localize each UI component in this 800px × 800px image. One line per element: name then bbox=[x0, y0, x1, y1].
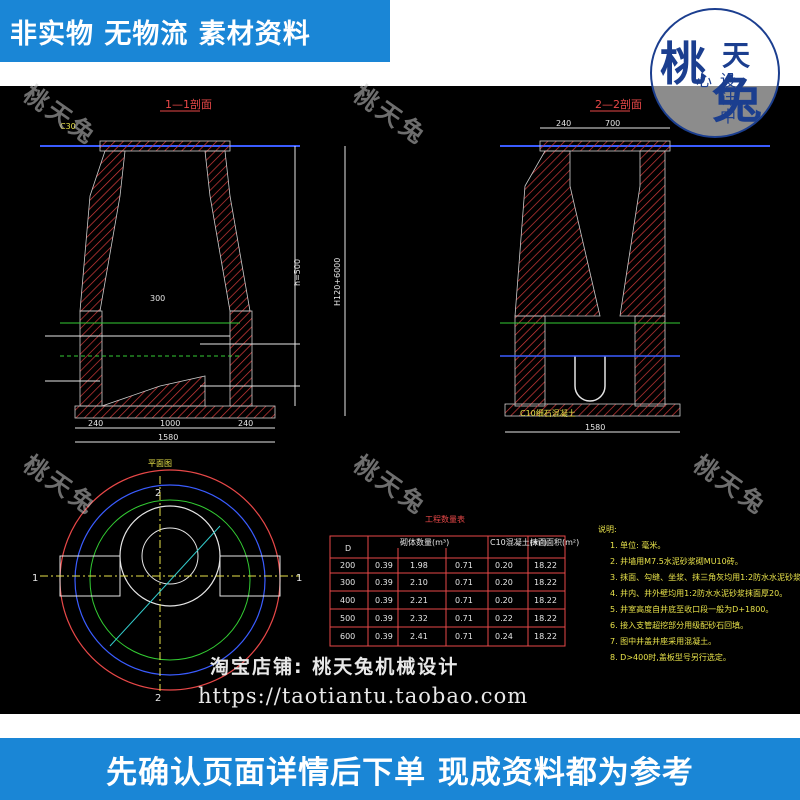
brand-logo: 桃 天 设计中心 兔 bbox=[650, 8, 780, 138]
table-cell: 18.22 bbox=[534, 578, 557, 587]
label-c30: C30 bbox=[60, 122, 76, 131]
note-4: 4. 井内、井外壁均用1:2防水水泥砂浆抹面厚20。 bbox=[610, 588, 787, 598]
note-1: 1. 单位: 毫米。 bbox=[610, 540, 665, 550]
table-header-area: 抹面面积(m²) bbox=[530, 537, 579, 547]
table-cell: 0.71 bbox=[455, 596, 473, 605]
note-3: 3. 抹面、勾缝、坐浆、抹三角灰均用1:2防水水泥砂浆。 bbox=[610, 572, 800, 582]
logo-char-tao: 桃 bbox=[660, 37, 706, 91]
table-cell: 18.22 bbox=[534, 632, 557, 641]
logo-char-tian: 天 bbox=[722, 39, 751, 72]
table-row-5: 600 0.39 2.41 0.71 0.24 18.22 bbox=[340, 632, 557, 641]
table-row-3: 400 0.39 2.21 0.71 0.20 18.22 bbox=[340, 596, 557, 605]
note-5: 5. 井室高度自井底至收口段一般为D+1800。 bbox=[610, 604, 773, 614]
table-row-1: 200 0.39 1.98 0.71 0.20 18.22 bbox=[340, 561, 557, 570]
notes: 说明: 1. 单位: 毫米。 2. 井墙用M7.5水泥砂浆砌MU10砖。 3. … bbox=[598, 524, 800, 662]
table-cell: 2.41 bbox=[410, 632, 428, 641]
table-cell: 0.39 bbox=[375, 614, 393, 623]
table-cell: 0.39 bbox=[375, 561, 393, 570]
dim-240-top: 240 bbox=[556, 119, 571, 128]
dim-h2: H120+6000 bbox=[333, 258, 342, 306]
section-1-title: 1—1剖面 bbox=[165, 97, 212, 111]
dim-h1: h=500 bbox=[293, 259, 302, 286]
dim-240-left: 240 bbox=[88, 419, 103, 428]
table-cell: 400 bbox=[340, 596, 355, 605]
table-cell: 200 bbox=[340, 561, 355, 570]
table-cell: 0.71 bbox=[455, 561, 473, 570]
table-cell: 18.22 bbox=[534, 596, 557, 605]
dim-300: 300 bbox=[150, 294, 165, 303]
note-2: 2. 井墙用M7.5水泥砂浆砌MU10砖。 bbox=[610, 556, 743, 566]
plan-mark-1-left: 1 bbox=[32, 573, 38, 584]
table-cell: 2.10 bbox=[410, 578, 428, 587]
plan-title: 平面图 bbox=[148, 459, 172, 468]
table-title: 工程数量表 bbox=[425, 514, 465, 524]
table-cell: 0.71 bbox=[455, 578, 473, 587]
table-header-d: D bbox=[345, 544, 351, 553]
table-cell: 0.39 bbox=[375, 632, 393, 641]
dim-1580-left: 1580 bbox=[158, 433, 178, 442]
dim-700: 700 bbox=[605, 119, 620, 128]
table-cell: 600 bbox=[340, 632, 355, 641]
label-c10-right: C10细石混凝土 bbox=[520, 408, 576, 418]
dim-240-right: 240 bbox=[238, 419, 253, 428]
table-header-c10: C10混凝土(m³) bbox=[490, 537, 547, 547]
note-7: 7. 图中井盖井座采用混凝土。 bbox=[610, 636, 716, 646]
plan-view: 平面图 2 2 1 1 bbox=[32, 459, 302, 704]
table-cell: 0.20 bbox=[495, 578, 513, 587]
plan-mark-1-right: 1 bbox=[296, 573, 302, 584]
table-cell: 18.22 bbox=[534, 561, 557, 570]
table-cell: 0.71 bbox=[455, 632, 473, 641]
note-6: 6. 接入支管超挖部分用级配砂石回填。 bbox=[610, 620, 748, 630]
table-cell: 0.24 bbox=[495, 632, 513, 641]
dim-1000: 1000 bbox=[160, 419, 180, 428]
top-banner-text: 非实物 无物流 素材资料 bbox=[10, 18, 311, 50]
section-2-2: 2—2剖面 1580 240 700 C10细石混凝土 bbox=[500, 97, 770, 433]
table-cell: 0.39 bbox=[375, 578, 393, 587]
dim-1580-right: 1580 bbox=[585, 423, 605, 432]
bottom-banner: 先确认页面详情后下单 现成资料都为参考 bbox=[0, 738, 800, 800]
table-cell: 1.98 bbox=[410, 561, 428, 570]
plan-mark-2-bottom: 2 bbox=[155, 693, 161, 704]
table-cell: 0.39 bbox=[375, 596, 393, 605]
shop-label: 淘宝店铺: 桃天兔机械设计 bbox=[210, 656, 460, 678]
table-cell: 2.32 bbox=[410, 614, 428, 623]
bottom-banner-text: 先确认页面详情后下单 现成资料都为参考 bbox=[106, 754, 694, 791]
logo-char-tu: 兔 bbox=[712, 70, 762, 129]
plan-mark-2-top: 2 bbox=[155, 488, 161, 499]
table-cell: 0.22 bbox=[495, 614, 513, 623]
section-2-title: 2—2剖面 bbox=[595, 97, 642, 111]
section-1-1: 1—1剖面 bbox=[40, 97, 346, 443]
cad-drawing: 1—1剖面 bbox=[32, 97, 800, 704]
cad-drawing-canvas: 1—1剖面 bbox=[0, 80, 800, 714]
table-cell: 0.71 bbox=[455, 614, 473, 623]
notes-title: 说明: bbox=[598, 524, 617, 534]
table-cell: 300 bbox=[340, 578, 355, 587]
note-8: 8. D>400时,盖板型号另行选定。 bbox=[610, 652, 731, 662]
quantity-table: 工程数量表 D 砌体数量(m³) C10混凝土(m³) 抹面面积(m²) 200… bbox=[329, 514, 579, 647]
shop-url[interactable]: https://taotiantu.taobao.com bbox=[198, 684, 529, 708]
table-row-4: 500 0.39 2.32 0.71 0.22 18.22 bbox=[340, 614, 557, 623]
table-header-masonry: 砌体数量(m³) bbox=[400, 537, 449, 547]
table-cell: 2.21 bbox=[410, 596, 428, 605]
table-cell: 0.20 bbox=[495, 596, 513, 605]
top-banner: 非实物 无物流 素材资料 bbox=[0, 0, 390, 62]
table-cell: 0.20 bbox=[495, 561, 513, 570]
table-row-2: 300 0.39 2.10 0.71 0.20 18.22 bbox=[340, 578, 557, 587]
table-cell: 500 bbox=[340, 614, 355, 623]
logo-design-center: 设计中心 bbox=[693, 72, 736, 126]
table-cell: 18.22 bbox=[534, 614, 557, 623]
